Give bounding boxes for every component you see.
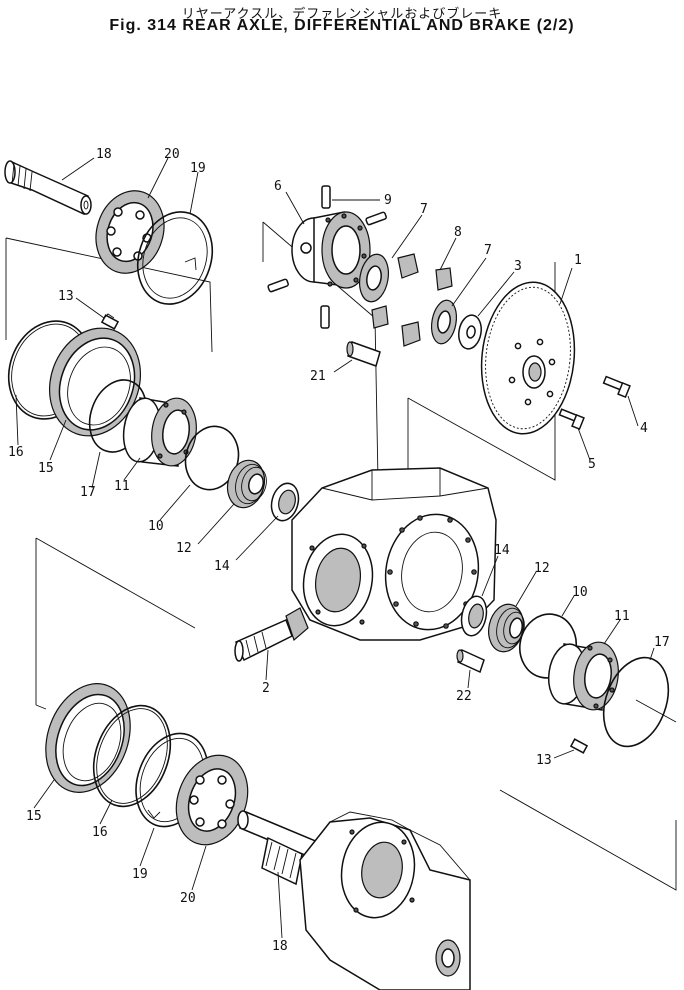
part-12-spring-right [488, 603, 525, 653]
part-3-thrust-washer [458, 314, 482, 350]
part-11-housing-upper [122, 397, 197, 467]
callout-3: 3 [514, 259, 522, 274]
callout-2: 2 [262, 681, 270, 696]
callout-18a: 18 [96, 147, 112, 162]
part-13-bolt-right [569, 738, 589, 754]
part-20-friction-disc-upper [95, 190, 165, 274]
part-7-side-gears [358, 253, 458, 345]
callout-14a: 14 [214, 559, 230, 574]
part-12-spring-upper [226, 459, 267, 509]
callout-8: 8 [454, 225, 462, 240]
callout-16b: 16 [92, 825, 108, 840]
part-19-plate-upper [137, 211, 213, 305]
callout-18b: 18 [272, 939, 288, 954]
part-14-bearing-right [460, 595, 488, 637]
callout-19a: 19 [190, 161, 206, 176]
callout-17b: 17 [654, 635, 670, 650]
callout-10b: 10 [572, 585, 588, 600]
callout-14b: 14 [494, 543, 510, 558]
callout-15b: 15 [26, 809, 42, 824]
callout-7a: 7 [420, 202, 428, 217]
callout-1: 1 [574, 253, 582, 268]
callout-17a: 17 [80, 485, 96, 500]
part-18-axle-shaft-upper [4, 160, 92, 216]
callout-12b: 12 [534, 561, 550, 576]
callout-19b: 19 [132, 867, 148, 882]
callout-22: 22 [456, 689, 472, 704]
callout-10a: 10 [148, 519, 164, 534]
part-21-pin [346, 341, 381, 367]
callout-16a: 16 [8, 445, 24, 460]
callout-15a: 15 [38, 461, 54, 476]
diagram-title-japanese: リヤーアクスル、デファレンシャルおよびブレーキ [181, 7, 503, 22]
callout-20b: 20 [180, 891, 196, 906]
part-15-seal-lower [45, 683, 131, 793]
callout-labels: 1 2 3 4 5 6 7 7 8 9 10 10 11 11 12 12 13… [8, 147, 670, 954]
part-18-axle-shaft-lower [237, 810, 319, 886]
part-14-bearing-upper [270, 482, 300, 522]
part-11-housing-right [547, 641, 619, 711]
part-20-friction-disc-lower [175, 754, 249, 846]
callout-13a: 13 [58, 289, 74, 304]
callout-21: 21 [310, 369, 326, 384]
part-17-o-ring-right [602, 656, 670, 748]
part-15-seal-upper [48, 327, 142, 437]
part-8-pinion-gears [371, 253, 453, 347]
part-1-ring-gear [480, 281, 576, 435]
callout-5: 5 [588, 457, 596, 472]
diagram-title: Fig. 314 REAR AXLE, DIFFERENTIAL AND BRA… [109, 17, 575, 34]
differential-case [291, 467, 497, 641]
part-9-pins [267, 185, 387, 329]
part-22-pin [456, 648, 485, 674]
callout-13b: 13 [536, 753, 552, 768]
callout-20a: 20 [164, 147, 180, 162]
part-2-pinion-shaft [234, 607, 309, 662]
callout-4: 4 [640, 421, 648, 436]
callout-7b: 7 [484, 243, 492, 258]
axle-housing [299, 811, 471, 990]
part-16-o-ring-lower [92, 704, 172, 808]
part-4-5-bolts [558, 375, 631, 431]
callout-6: 6 [274, 179, 282, 194]
leader-lines [15, 157, 655, 939]
callout-9: 9 [384, 193, 392, 208]
part-6-diff-carrier [291, 211, 371, 289]
callout-11a: 11 [114, 479, 130, 494]
part-13-bolt-upper [100, 313, 120, 330]
callout-12a: 12 [176, 541, 192, 556]
callout-11b: 11 [614, 609, 630, 624]
